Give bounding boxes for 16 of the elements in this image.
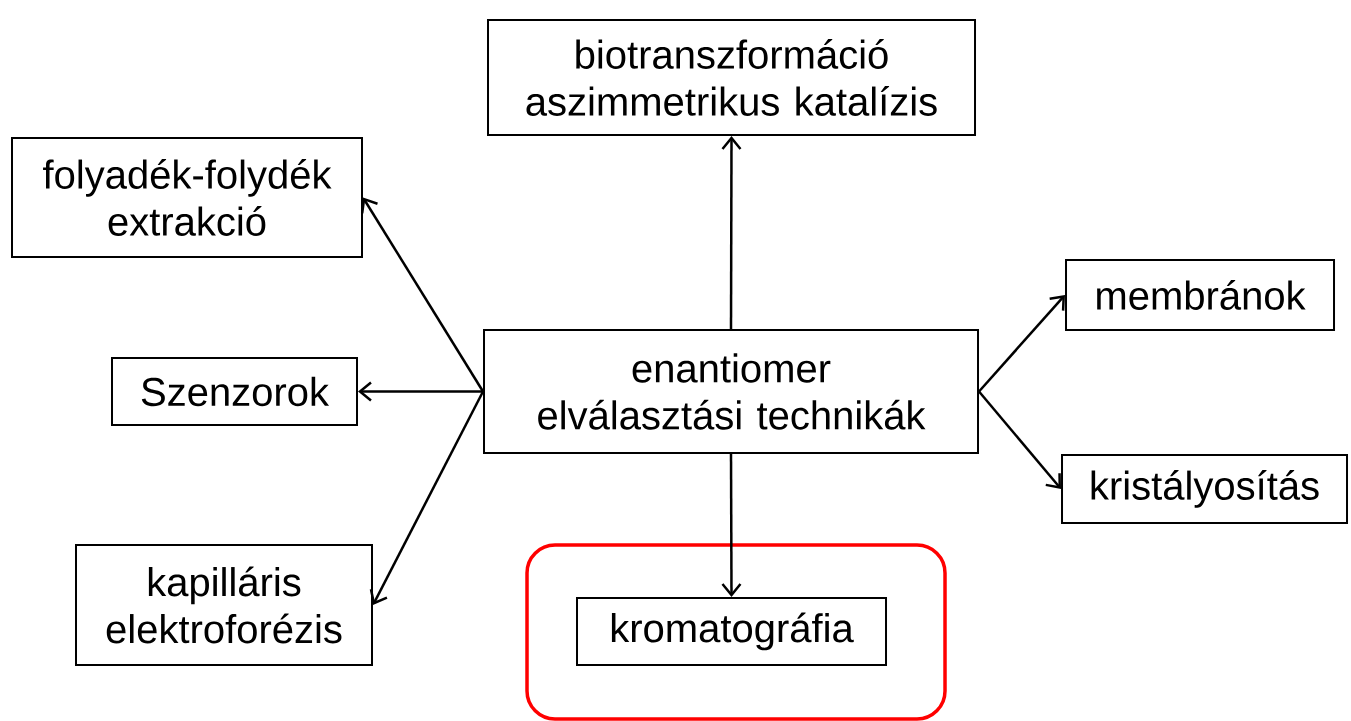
process-box: kromatográfia <box>576 597 887 666</box>
process-box: Szenzorok <box>111 357 358 426</box>
arrow <box>721 136 742 329</box>
arrow <box>978 295 1065 393</box>
highlight-frame <box>525 543 947 721</box>
process-box: folyadék-folydék extrakció <box>11 137 363 258</box>
process-box: membránok <box>1065 259 1335 331</box>
arrow <box>358 381 483 402</box>
arrow <box>360 197 485 393</box>
arrow <box>721 454 742 597</box>
process-box: enantiomer elválasztási technikák <box>483 329 979 454</box>
process-box: biotranszformáció aszimmetrikus katalízis <box>487 19 976 136</box>
process-box: kristályosítás <box>1061 454 1348 524</box>
arrow <box>978 390 1061 489</box>
arrow <box>369 390 485 605</box>
process-box: kapilláris elektroforézis <box>75 544 373 666</box>
